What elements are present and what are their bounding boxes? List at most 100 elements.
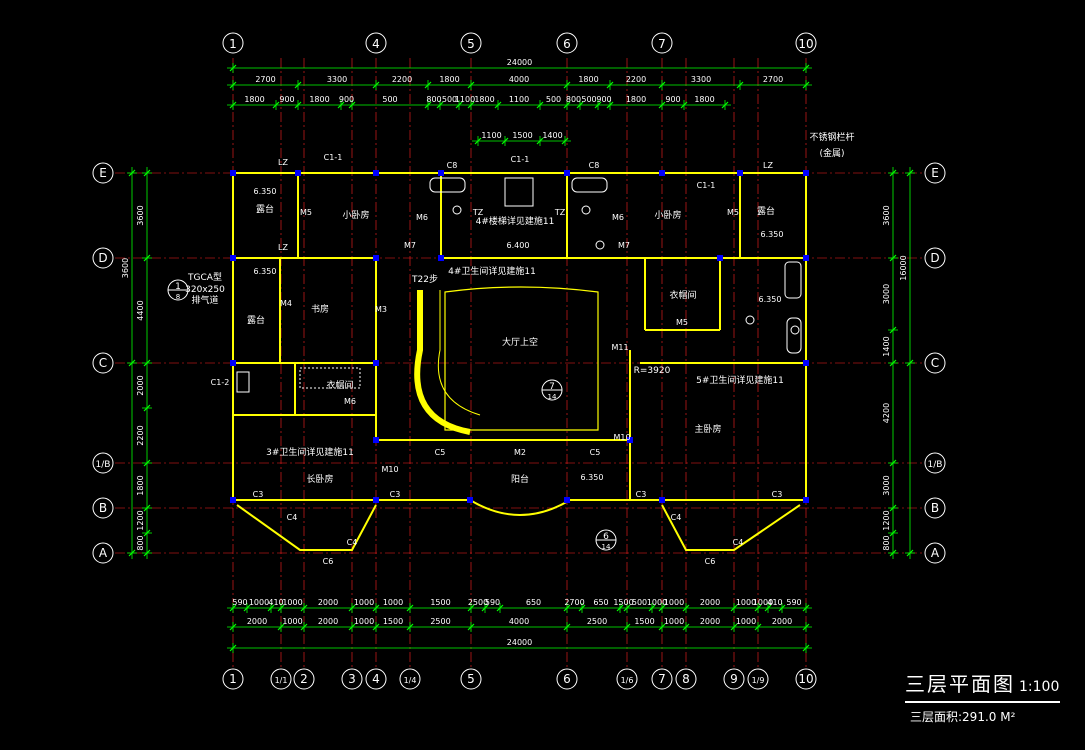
- axis-bubble-row-label: B: [99, 501, 107, 515]
- axis-bubble-row: [924, 352, 946, 374]
- axis-bubble-row-label: A: [931, 546, 940, 560]
- element-tag: M6: [612, 213, 624, 222]
- axis-bubble-bottom: [675, 668, 697, 690]
- dim-right-row-tick: [889, 529, 897, 537]
- note-text: TGCA型: [187, 272, 222, 283]
- axis-bubble-bottom: [341, 668, 363, 690]
- axis-bubble-row: [92, 452, 114, 474]
- axis-bubble-bottom-label: 1/9: [752, 676, 765, 685]
- structural-column: [627, 437, 633, 443]
- dim-left-row-tick: [143, 459, 151, 467]
- axis-bubble-bottom-label: 10: [798, 672, 813, 686]
- axis-bubble-bottom: [747, 668, 769, 690]
- dim-top-row1-value: 2200: [392, 75, 412, 84]
- basin: [236, 371, 250, 393]
- structural-column: [373, 437, 379, 443]
- note-text: 5#卫生间详见建施11: [696, 374, 784, 386]
- axis-bubble-top: [460, 32, 482, 54]
- dim-right-row-tick: [889, 359, 897, 367]
- element-tag: M5: [676, 318, 688, 327]
- dim-top-row2-tick: [229, 101, 237, 109]
- axis-bubble-bottom: [399, 668, 421, 690]
- dim-bottom-row2-tick: [467, 623, 475, 631]
- axis-bubble-row-label: C: [99, 356, 107, 370]
- dim-bottom-row1-tick: [658, 604, 666, 612]
- axis-bubble-row: [92, 497, 114, 519]
- element-tag: C6: [705, 557, 716, 566]
- dim-bottom-row1-tick: [778, 604, 786, 612]
- basin: [786, 317, 802, 354]
- dim-top-overall-tick: [802, 64, 810, 72]
- structural-column: [659, 497, 665, 503]
- note-text: 4#楼梯详见建施11: [476, 215, 555, 227]
- room-label: 阳台: [511, 473, 529, 485]
- dim-top-row2-value: 900: [596, 95, 611, 104]
- dim-bottom-row2-value: 2000: [318, 617, 338, 626]
- dim-top-row2-tick: [658, 101, 666, 109]
- dim-top-row2-tick: [680, 101, 688, 109]
- element-tag: C8: [447, 161, 458, 170]
- element-tag: LZ: [278, 243, 288, 252]
- dim-bottom-row1-value: 650: [526, 598, 541, 607]
- dim-bottom-row2-value: 1500: [383, 617, 403, 626]
- element-tag: C1-1: [697, 181, 716, 190]
- axis-bubble-bottom-label: 1: [229, 672, 237, 686]
- room-label: 小卧房: [342, 209, 369, 221]
- dim-bottom-row2-tick: [563, 623, 571, 631]
- dim-bottom-row1-tick: [243, 604, 251, 612]
- dim-left-outer-tick: [128, 169, 136, 177]
- dim-bottom-overall-value: 24000: [507, 638, 532, 647]
- dim-bottom-row2-tick: [682, 623, 690, 631]
- dim-top-row1-tick: [736, 81, 744, 89]
- dim-right-row-tick: [889, 326, 897, 334]
- dim-right-row-value: 4200: [882, 403, 891, 423]
- dim-right-row-value: 1200: [882, 510, 891, 530]
- dim-right-row-value: 800: [882, 535, 891, 550]
- dim-top-overall-value: 24000: [507, 58, 532, 67]
- structural-column: [295, 170, 301, 176]
- drawing-title: 三层平面图: [905, 672, 1015, 696]
- dim-bottom-overall-tick: [802, 644, 810, 652]
- element-tag: M10: [613, 433, 630, 442]
- dim-left-row-tick: [143, 169, 151, 177]
- dim-bottom-row1-tick: [754, 604, 762, 612]
- dim-bottom-row2-value: 1000: [354, 617, 374, 626]
- note-text: T22步: [411, 274, 438, 285]
- dim-top-row2-value: 500: [581, 95, 596, 104]
- element-tag: C3: [253, 490, 264, 499]
- axis-bubble-row-label: D: [930, 251, 939, 265]
- curved-stair: [414, 290, 471, 435]
- structural-column: [737, 170, 743, 176]
- dim-top-row3-value: 1500: [512, 131, 532, 140]
- dim-top-row2-tick: [467, 101, 475, 109]
- room-label: 露台: [256, 203, 274, 215]
- dim-right-row-value: 3600: [882, 205, 891, 225]
- dim-bottom-row1-tick: [616, 604, 624, 612]
- room-label: 露台: [757, 205, 775, 217]
- element-tag: 6.350: [254, 267, 277, 276]
- dim-bottom-row1-tick: [467, 604, 475, 612]
- dim-right-row-tick: [889, 169, 897, 177]
- dim-top-row3-tick: [536, 137, 544, 145]
- dim-left-row-value: 2000: [136, 375, 145, 395]
- dim-bottom-row2-value: 2000: [247, 617, 267, 626]
- structural-column: [230, 255, 236, 261]
- dim-top-row2-value: 1100: [509, 95, 529, 104]
- dim-top-row3-tick: [474, 137, 482, 145]
- element-tag: M11: [611, 343, 628, 352]
- dim-top-row2-value: 900: [339, 95, 354, 104]
- note-text: 320x250: [185, 285, 225, 295]
- dim-bottom-row2-value: 4000: [509, 617, 529, 626]
- axis-bubble-bottom-label: 1/4: [404, 676, 417, 685]
- dim-top-row1-tick: [294, 81, 302, 89]
- dim-top-row2-tick: [272, 101, 280, 109]
- dim-bottom-row2-tick: [658, 623, 666, 631]
- axis-bubble-row-label: E: [931, 166, 939, 180]
- element-tag: M7: [618, 241, 630, 250]
- structural-column: [803, 255, 809, 261]
- axis-bubble-row-label: B: [931, 501, 939, 515]
- dim-bottom-row2-tick: [372, 623, 380, 631]
- axis-bubble-row: [924, 162, 946, 184]
